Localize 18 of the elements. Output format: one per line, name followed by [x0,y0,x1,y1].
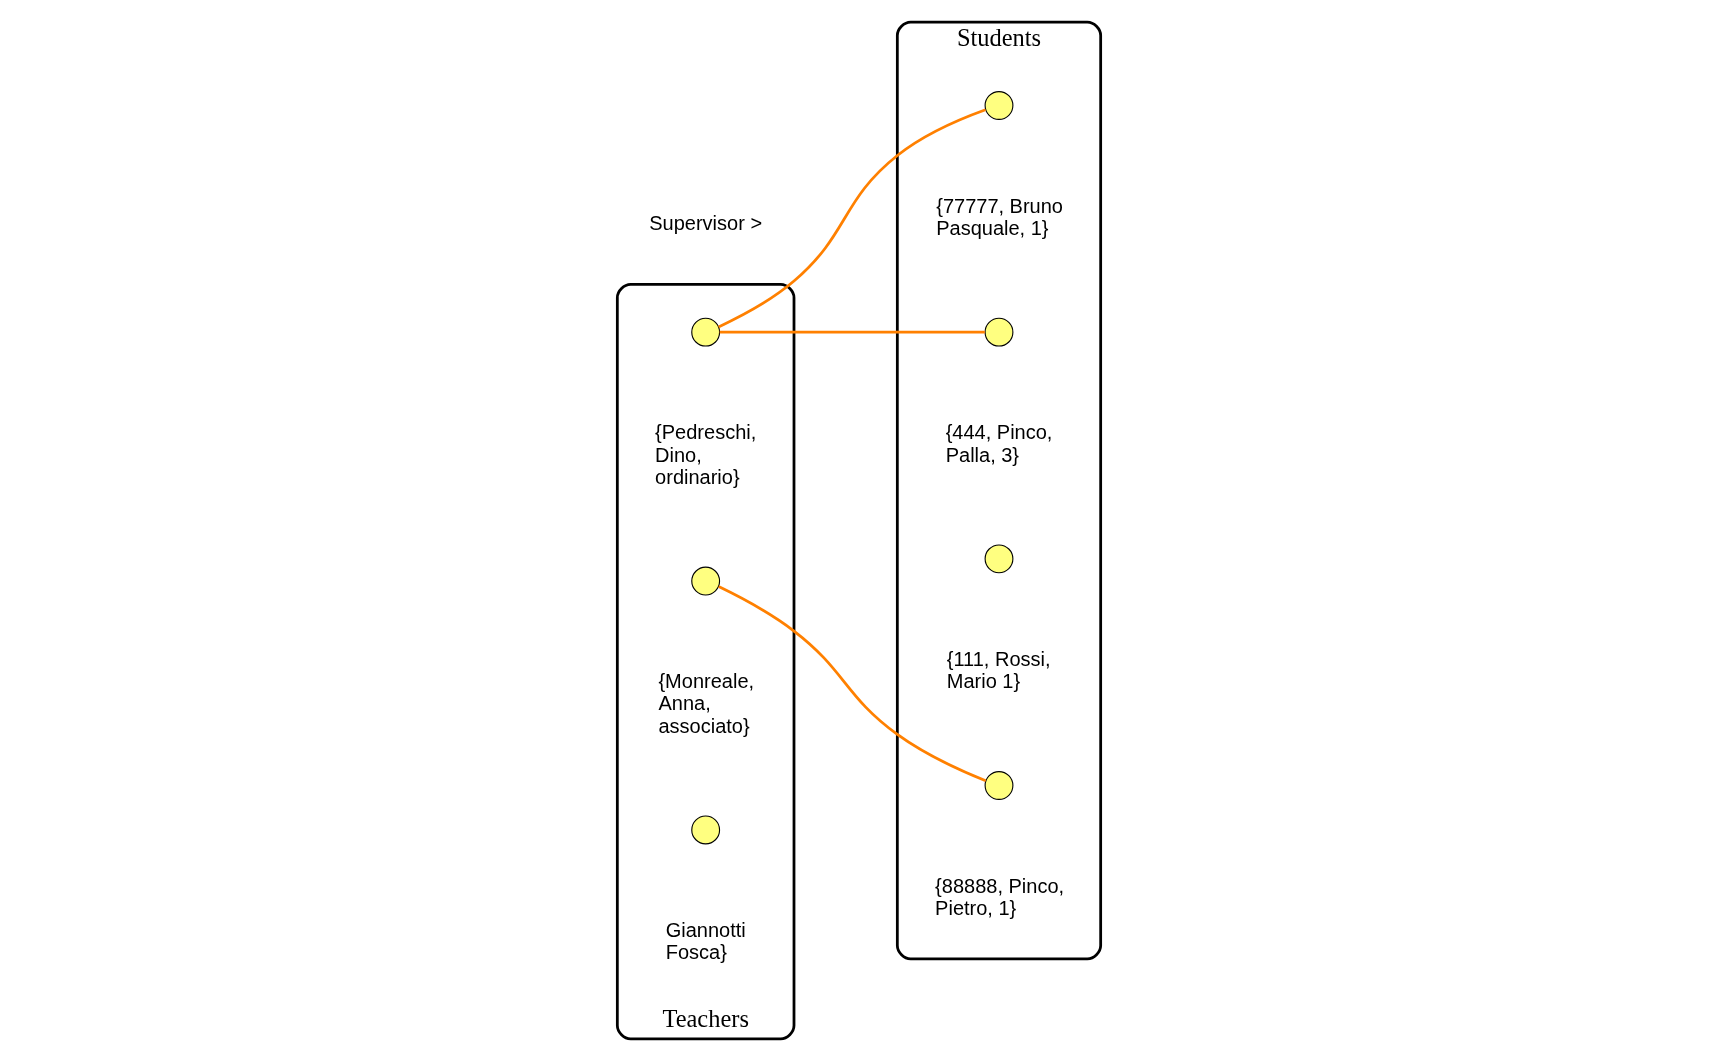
label: Supervisor > [649,212,763,235]
connector [718,108,986,329]
node-label: {444, Pinco, Palla, 3} [945,421,1053,466]
node-circle [984,91,1014,120]
node-circle [691,317,721,347]
node-circle [984,544,1014,574]
node-circle [691,566,721,596]
node-circle [691,815,721,845]
node-label: {111, Rossi, Mario 1} [946,647,1051,693]
node-circle [984,771,1014,800]
node-label: {Monreale, Anna, associato} [658,670,755,737]
node-label: {Pedreschi, Dino, ordinario} [655,421,757,488]
connector [719,330,985,334]
node-label: Giannotti Fosca} [665,919,746,964]
node-circle [984,317,1014,347]
node-label: {77777, Bruno Pasquale, 1} [936,194,1063,239]
node-label: {88888, Pinco, Pietro, 1} [935,874,1065,919]
connector [718,585,987,783]
